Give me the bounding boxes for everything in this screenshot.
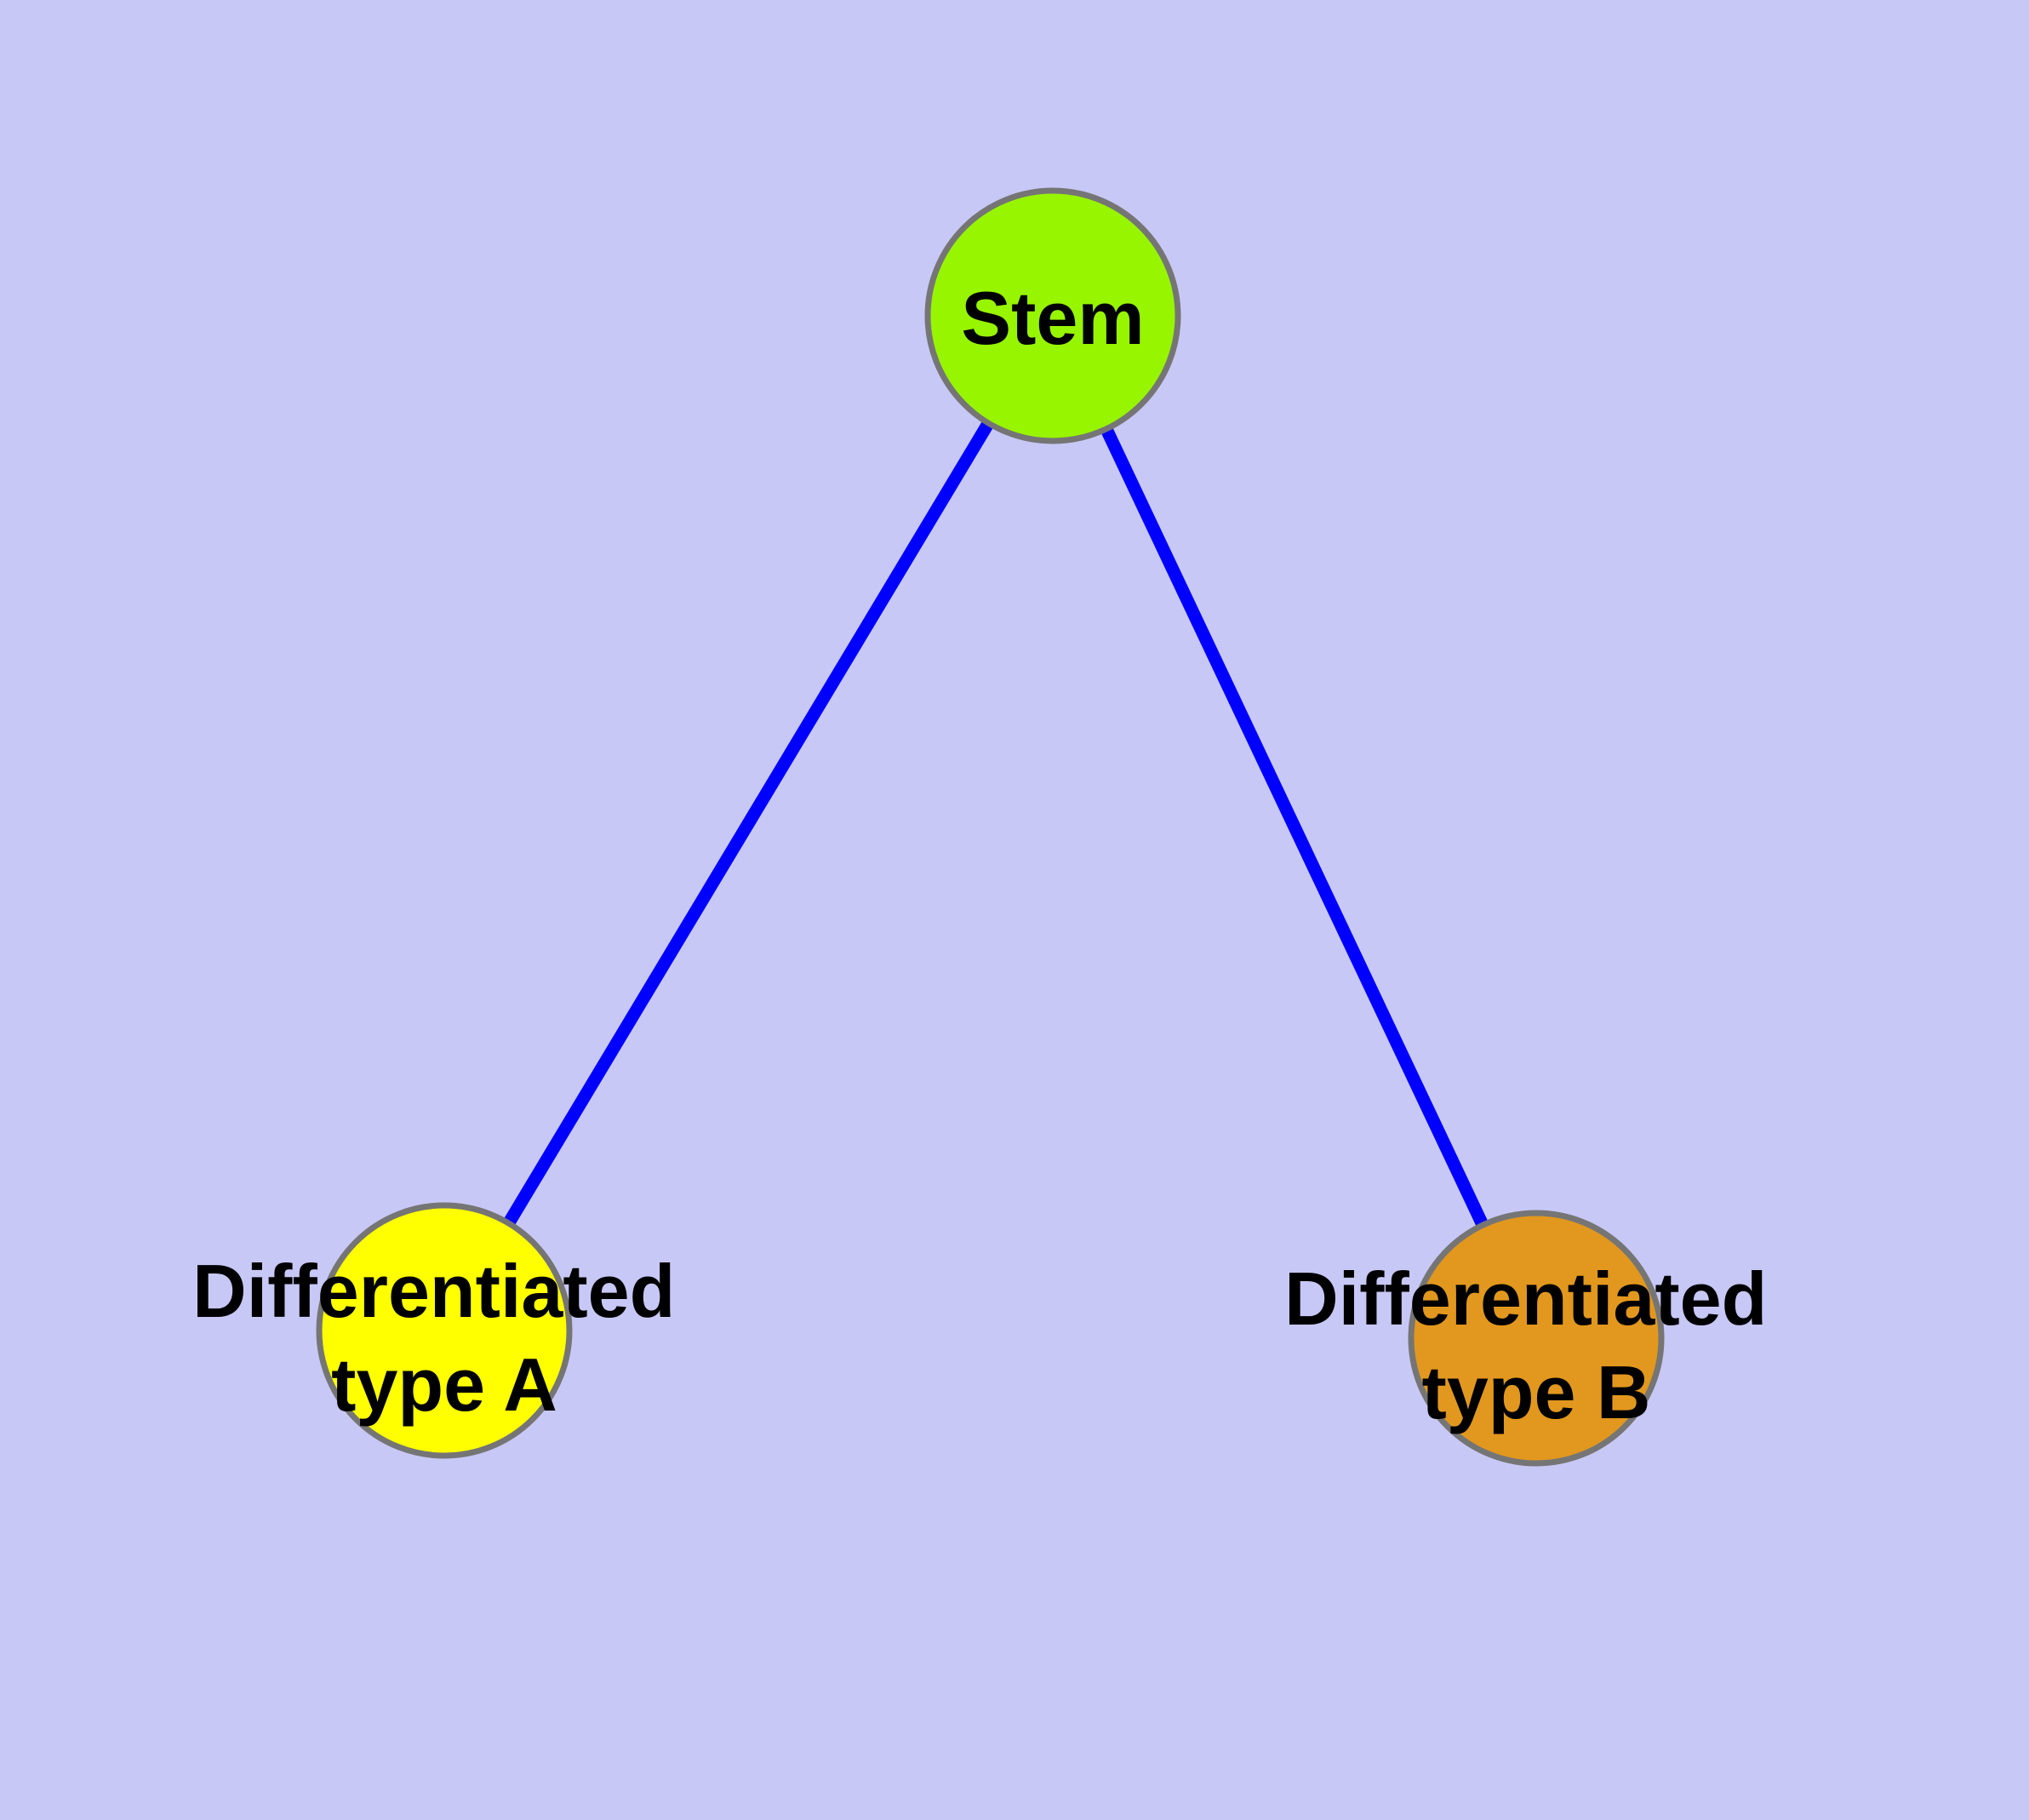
node-stem-label: Stem: [961, 276, 1144, 360]
node-type-b-label: Differentiated type B: [1284, 1256, 1788, 1434]
edge-group: [438, 312, 1542, 1342]
node-differentiated-type-a: Differentiated type A: [192, 1202, 696, 1459]
node-type-b-circle: [1408, 1210, 1665, 1467]
node-stem: Stem: [924, 187, 1181, 444]
node-differentiated-type-b: Differentiated type B: [1284, 1210, 1788, 1467]
node-stem-circle: [924, 187, 1181, 444]
edge-stem-to-type-b: [1047, 312, 1542, 1342]
edge-stem-to-type-a: [438, 312, 1059, 1334]
node-type-a-circle: [316, 1202, 573, 1459]
node-type-a-label: Differentiated type A: [192, 1249, 696, 1427]
